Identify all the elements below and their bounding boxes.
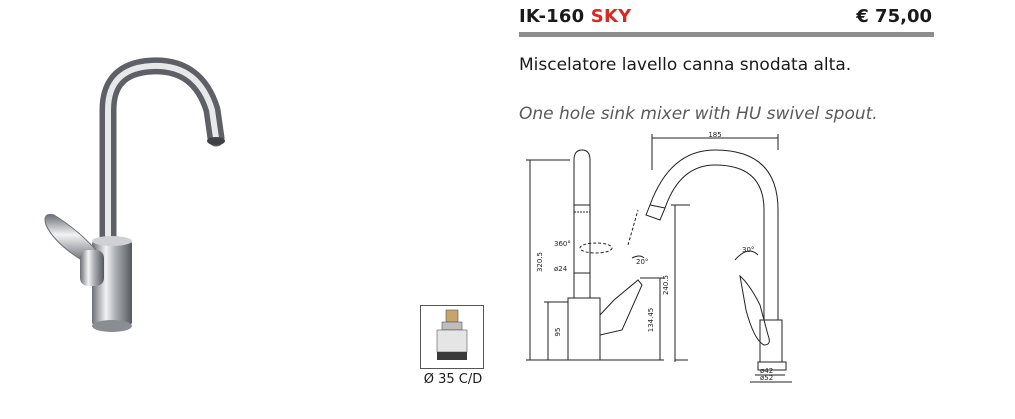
dim-total-height: 320.5 xyxy=(536,252,544,272)
cartridge-icon xyxy=(420,305,484,369)
product-price: € 75,00 xyxy=(856,6,932,27)
dim-base-inner: ø42 xyxy=(760,367,773,375)
dim-lever-angle-side: 30° xyxy=(742,246,754,254)
header-rule xyxy=(519,32,934,37)
dim-base-height: 95 xyxy=(554,328,562,337)
cartridge-label: Ø 35 C/D xyxy=(423,372,483,387)
dim-lever-angle-front: 20° xyxy=(636,258,648,266)
dim-spout-height: 240.5 xyxy=(662,275,670,295)
faucet-photo xyxy=(44,57,225,332)
dim-body-height: 134.45 xyxy=(647,308,655,333)
product-header: IK-160 SKY € 75,00 xyxy=(519,4,934,38)
technical-drawing: 320.5 95 134.45 240.5 ø24 360° 20° 185 3… xyxy=(526,131,792,383)
dim-spout-reach: 185 xyxy=(708,131,721,139)
description-english: One hole sink mixer with HU swivel spout… xyxy=(519,104,878,124)
product-code: IK-160 SKY xyxy=(519,6,632,27)
dim-spout-diameter: ø24 xyxy=(554,265,568,273)
dim-base-outer: ø52 xyxy=(760,374,773,382)
product-series: SKY xyxy=(590,6,632,27)
description-italian: Miscelatore lavello canna snodata alta. xyxy=(519,55,852,75)
dim-rotation: 360° xyxy=(554,240,571,248)
